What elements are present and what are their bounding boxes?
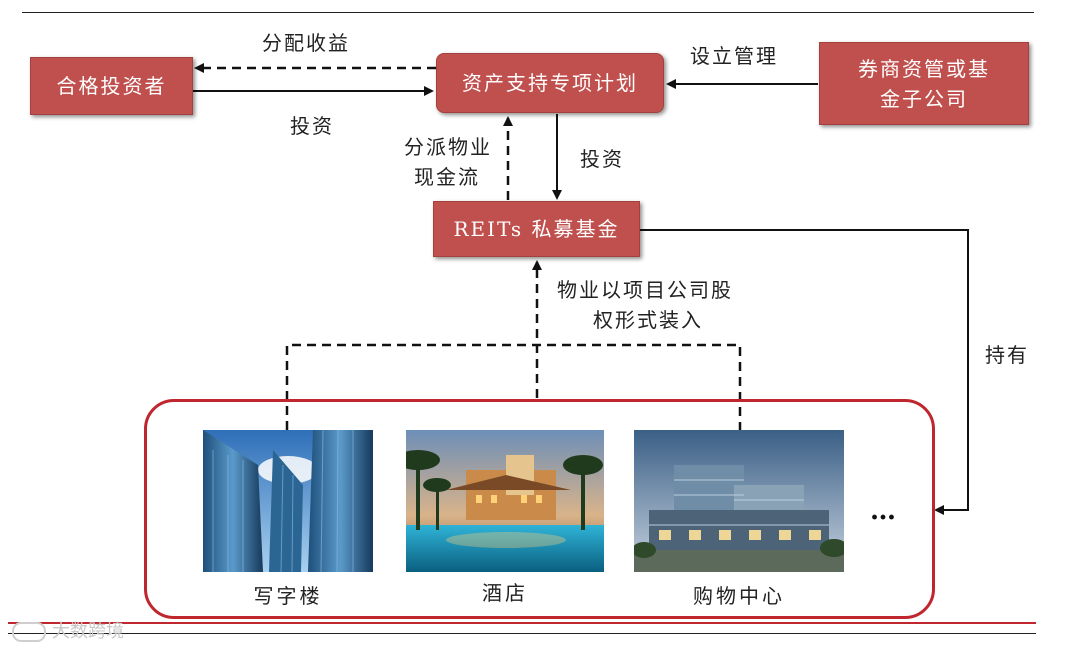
investor-box: 合格投资者 — [30, 57, 193, 115]
bottom-rule — [8, 633, 1036, 634]
broker-label-line1: 券商资管或基 — [858, 56, 990, 81]
label-distribute: 分配收益 — [262, 31, 350, 55]
top-rule — [22, 12, 1034, 13]
broker-box: 券商资管或基 金子公司 — [819, 42, 1029, 125]
more-ellipsis: … — [870, 496, 899, 526]
office-building-photo — [203, 430, 373, 572]
watermark-logo-icon — [12, 622, 46, 642]
reits-box: REITs 私募基金 — [433, 201, 640, 257]
label-cashflow-1: 分派物业 — [404, 135, 492, 159]
label-cashflow-2: 现金流 — [414, 165, 480, 189]
investor-label: 合格投资者 — [56, 74, 167, 98]
bottom-red-rule — [8, 622, 1036, 624]
caption-hotel: 酒店 — [482, 581, 528, 605]
abs-plan-label: 资产支持专项计划 — [462, 71, 638, 95]
watermark-text: 大数跨境 — [52, 621, 124, 642]
shopping-mall-photo — [634, 430, 844, 572]
caption-mall: 购物中心 — [693, 584, 785, 608]
label-equity-1: 物业以项目公司股 — [557, 278, 733, 302]
label-invest-mid: 投资 — [580, 147, 624, 171]
hotel-photo — [406, 430, 604, 572]
reits-label: REITs 私募基金 — [453, 217, 620, 241]
caption-office: 写字楼 — [253, 584, 323, 608]
label-invest-left: 投资 — [290, 114, 334, 138]
label-equity-2: 权形式装入 — [593, 308, 703, 332]
abs-plan-box: 资产支持专项计划 — [436, 53, 664, 113]
broker-label-line2: 金子公司 — [880, 86, 968, 111]
arrow-hold — [640, 229, 969, 515]
label-hold: 持有 — [985, 343, 1029, 367]
label-setup: 设立管理 — [690, 44, 778, 68]
watermark: 大数跨境 — [12, 617, 124, 643]
property-group — [144, 399, 935, 619]
